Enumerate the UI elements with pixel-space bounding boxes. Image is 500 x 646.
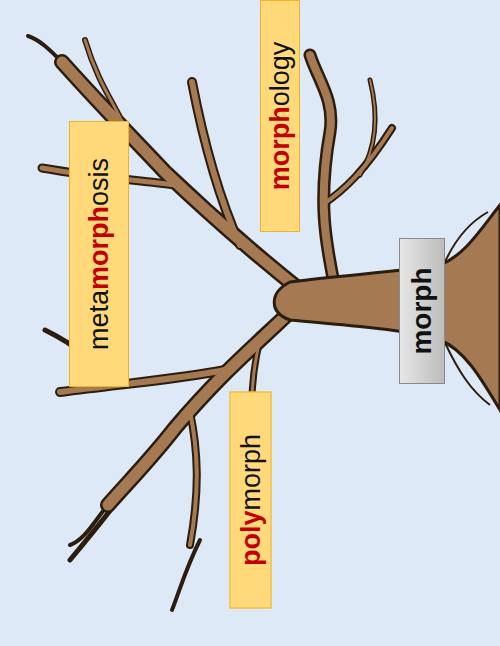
word-text: morph: [406, 267, 438, 354]
root-box: morph: [399, 238, 445, 384]
word-box: polymorph: [229, 392, 271, 609]
word-text: morphology: [265, 42, 296, 191]
word-box: metamorphosis: [69, 121, 129, 387]
word-box: morphology: [260, 0, 300, 232]
word-text: metamorphosis: [84, 158, 115, 350]
word-text: polymorph: [235, 434, 266, 566]
